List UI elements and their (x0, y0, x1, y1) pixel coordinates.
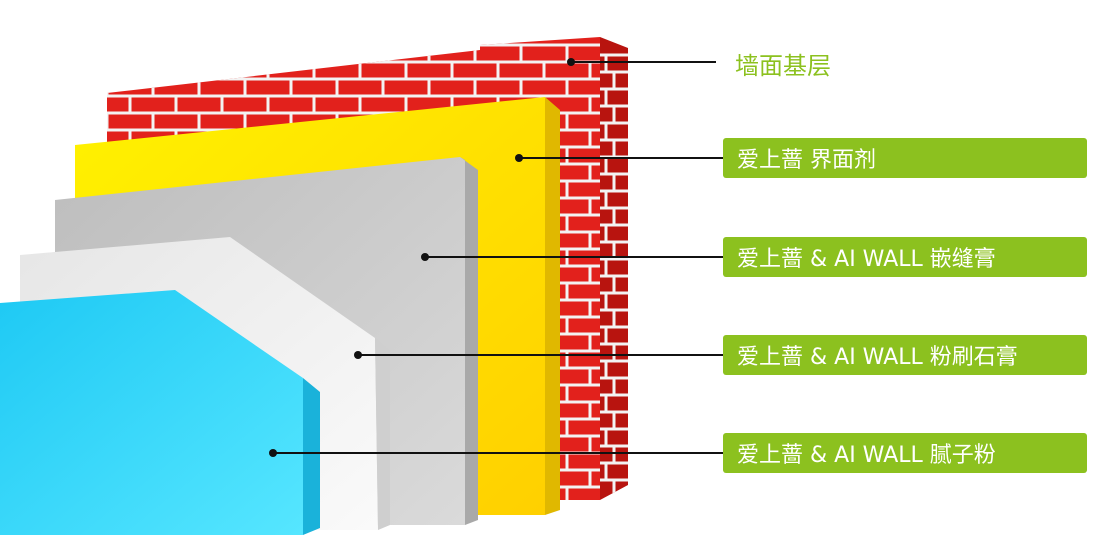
anchor-dot (269, 449, 277, 457)
leader-line-putty-powder (269, 449, 723, 457)
anchor-dot (354, 351, 362, 359)
leader-line-joint-plaster (421, 253, 723, 261)
label-putty-powder: 爱上蔷 & AI WALL 腻子粉 (723, 433, 1087, 473)
leader-line-gypsum-plaster (354, 351, 723, 359)
leader-line-interface-agent (515, 154, 723, 162)
anchor-dot (421, 253, 429, 261)
label-wall-base: 墙面基层 (735, 52, 831, 80)
anchor-dot (567, 58, 575, 66)
label-joint-plaster: 爱上蔷 & AI WALL 嵌缝膏 (723, 237, 1087, 277)
anchor-dot (515, 154, 523, 162)
label-interface-agent: 爱上蔷 界面剂 (723, 138, 1087, 178)
putty-powder-layer (0, 290, 320, 535)
label-gypsum-plaster: 爱上蔷 & AI WALL 粉刷石膏 (723, 335, 1087, 375)
leader-line-wall-base (567, 58, 716, 66)
